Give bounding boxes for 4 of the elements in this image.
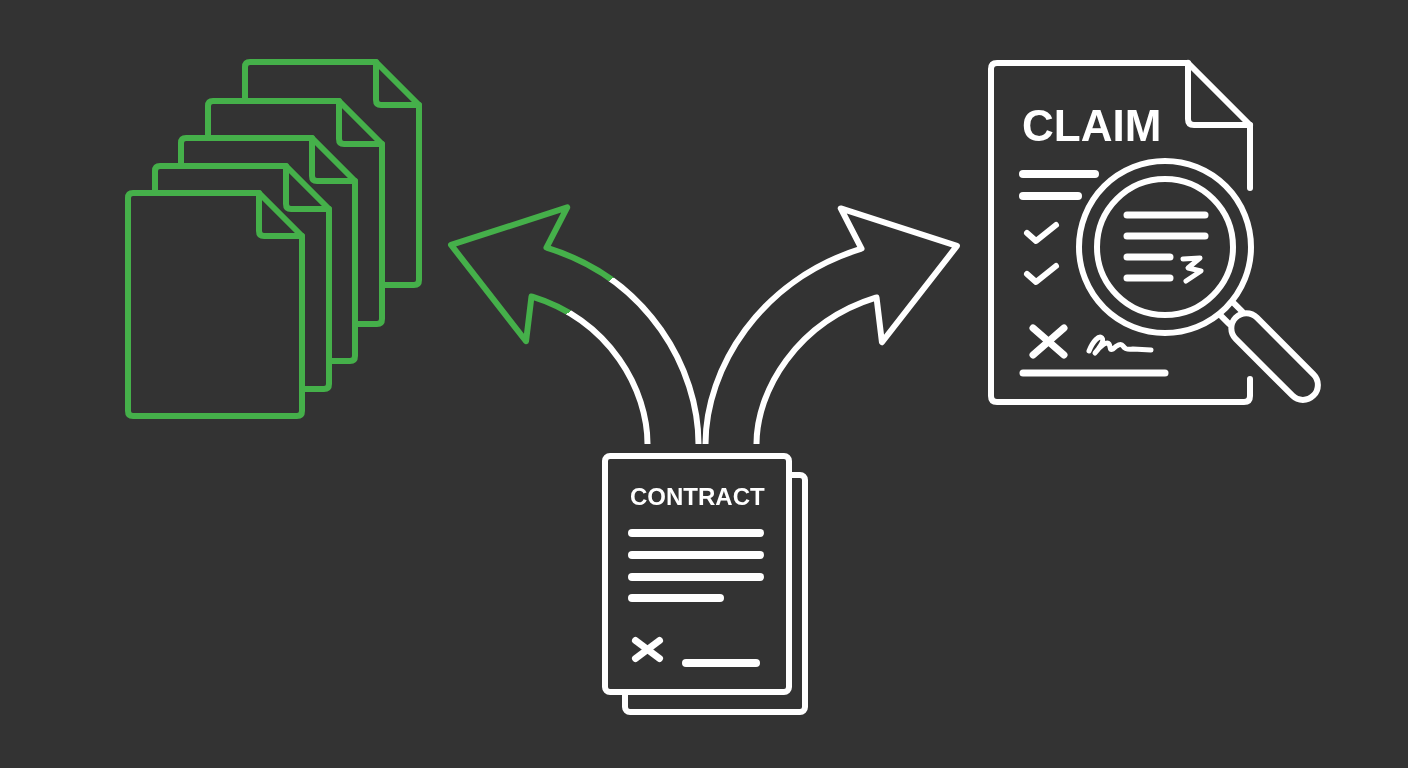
document-stack: [125, 59, 422, 420]
document-title: CONTRACT: [630, 485, 765, 509]
contract-document: [602, 453, 809, 716]
document-title: CLAIM: [1022, 104, 1162, 148]
